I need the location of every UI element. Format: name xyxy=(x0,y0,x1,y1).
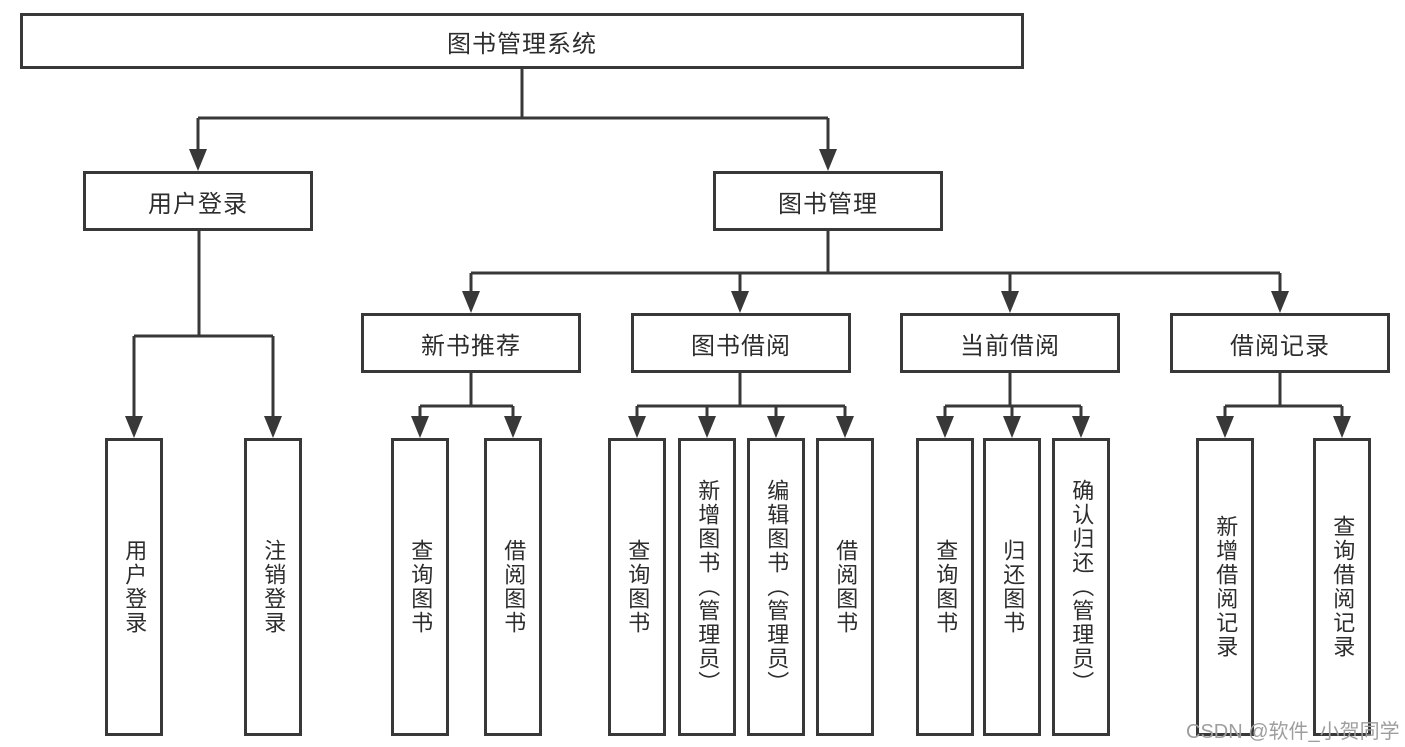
arrowhead-icon xyxy=(1333,416,1351,438)
leaf-logout: 注销登录 xyxy=(244,438,302,736)
leaf-query-borrow-record: 查询借阅记录 xyxy=(1313,438,1371,736)
arrowhead-icon xyxy=(1216,416,1234,438)
leaf-query-books-borrow: 查询图书 xyxy=(608,438,666,736)
arrowhead-icon xyxy=(504,416,522,438)
leaf-user-login: 用户登录 xyxy=(105,438,163,736)
arrowhead-icon xyxy=(189,149,207,171)
arrowhead-icon xyxy=(411,416,429,438)
node-library-management-system: 图书管理系统 xyxy=(20,13,1024,69)
arrowhead-icon xyxy=(264,416,282,438)
leaf-add-borrow-record: 新增借阅记录 xyxy=(1196,438,1254,736)
arrowhead-icon xyxy=(1003,416,1021,438)
leaf-borrow-books: 借阅图书 xyxy=(816,438,874,736)
arrowhead-icon xyxy=(698,416,716,438)
node-user-login: 用户登录 xyxy=(83,171,313,231)
node-borrowing-records: 借阅记录 xyxy=(1170,313,1390,373)
arrowhead-icon xyxy=(767,416,785,438)
arrowhead-icon xyxy=(936,416,954,438)
arrowhead-icon xyxy=(462,291,480,313)
arrowhead-icon xyxy=(836,416,854,438)
arrowhead-icon xyxy=(731,291,749,313)
arrowhead-icon xyxy=(125,416,143,438)
leaf-query-books-recommend: 查询图书 xyxy=(391,438,449,736)
leaf-return-books: 归还图书 xyxy=(983,438,1041,736)
arrowhead-icon xyxy=(1072,416,1090,438)
node-new-book-recommend: 新书推荐 xyxy=(361,313,581,373)
arrowhead-icon xyxy=(819,149,837,171)
leaf-borrow-books-recommend: 借阅图书 xyxy=(484,438,542,736)
leaf-edit-books-admin: 编辑图书（管理员） xyxy=(747,438,805,736)
node-current-borrowing: 当前借阅 xyxy=(900,313,1120,373)
leaf-confirm-return-admin: 确认归还（管理员） xyxy=(1052,438,1110,736)
leaf-query-books-current: 查询图书 xyxy=(916,438,974,736)
arrowhead-icon xyxy=(1271,291,1289,313)
arrowhead-icon xyxy=(628,416,646,438)
node-book-management: 图书管理 xyxy=(713,171,943,231)
node-book-borrowing: 图书借阅 xyxy=(631,313,851,373)
csdn-watermark: CSDN @软件_小贺同学 xyxy=(1186,721,1400,743)
arrowhead-icon xyxy=(1001,291,1019,313)
leaf-add-books-admin: 新增图书（管理员） xyxy=(678,438,736,736)
